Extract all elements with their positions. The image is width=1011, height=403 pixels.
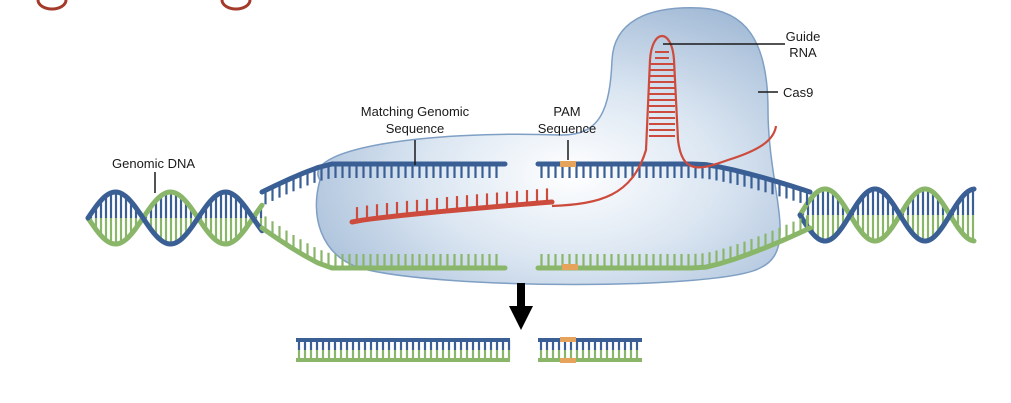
label-pam-line1: PAM — [553, 104, 580, 119]
arrow-down-icon — [509, 283, 533, 330]
top-strand-left-backbone — [259, 161, 508, 195]
backbone-green — [797, 186, 977, 244]
edge-circles — [36, 0, 252, 11]
top-strand-right-backbone — [535, 161, 813, 195]
rna-spacer-backbone — [349, 199, 555, 225]
label-guide-rna-line2: RNA — [789, 45, 817, 60]
bottom-strand-left-backbone — [259, 225, 508, 271]
pam-mark-bottom — [562, 264, 578, 270]
rna-scaffold — [551, 34, 778, 208]
cleaved-dna-products — [296, 337, 642, 363]
label-matching-sequence-line1: Matching Genomic — [361, 104, 470, 119]
product-pam-top — [560, 337, 576, 342]
backbone-blue — [797, 186, 977, 244]
pam-mark-top — [560, 161, 576, 167]
product-pam-bottom — [560, 358, 576, 363]
dna-helix-left — [85, 189, 265, 247]
label-pam-line2: Sequence — [538, 121, 597, 136]
label-guide-rna-line1: Guide — [786, 29, 821, 44]
cas9-protein — [315, 7, 781, 286]
backbone-blue — [85, 189, 265, 247]
label-matching-sequence-line2: Sequence — [386, 121, 445, 136]
label-cas9: Cas9 — [783, 85, 813, 100]
guide-rna — [349, 34, 778, 225]
unwound-strands — [259, 161, 813, 271]
label-leaders — [154, 43, 785, 193]
dna-helix-right — [797, 186, 977, 244]
bottom-strand-right-backbone — [535, 225, 813, 271]
label-genomic-dna: Genomic DNA — [112, 156, 195, 171]
backbone-green — [85, 189, 265, 247]
